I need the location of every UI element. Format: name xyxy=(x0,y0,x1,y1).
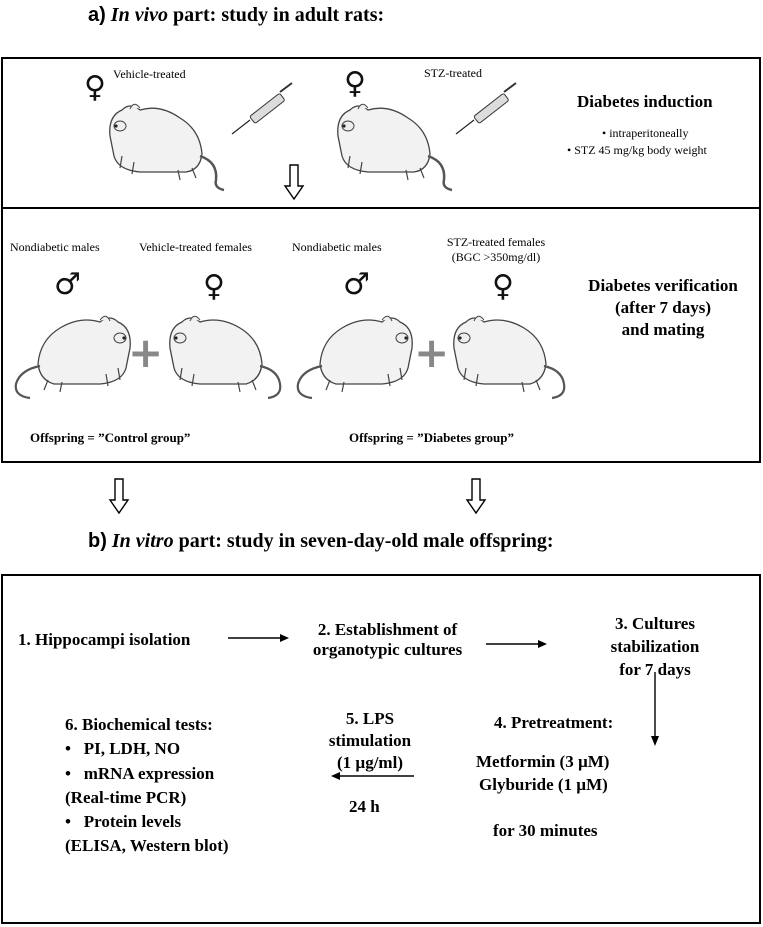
part-a-letter: a) xyxy=(88,4,106,26)
offspring-control-label: Offspring = ”Control group” xyxy=(30,430,191,445)
step6-item-1: • PI, LDH, NO xyxy=(65,739,181,758)
rat-image-male-1 xyxy=(14,315,131,400)
step6-item-5: (ELISA, Western blot) xyxy=(65,836,229,855)
nondiabetic-males-label-2: Nondiabetic males xyxy=(292,240,382,254)
part-a-divider xyxy=(1,207,761,209)
arrow-step4-to-5 xyxy=(331,772,414,780)
part-a-title-rest: part: study in adult rats: xyxy=(168,4,385,26)
stz-females-line2: (BGC >350mg/dl) xyxy=(451,250,541,264)
step5-lps-stimulation: 5. LPS stimulation (1 µg/ml) xyxy=(320,708,420,774)
step5-duration: 24 h xyxy=(349,797,380,816)
step2-line1: 2. Establishment of xyxy=(317,620,458,639)
step4-glyburide: Glyburide (1 µM) xyxy=(479,775,608,794)
step1-hippocampi-isolation: 1. Hippocampi isolation xyxy=(18,630,191,649)
step3-cultures-stabilization: 3. Cultures stabilization for 7 days xyxy=(580,612,730,681)
part-a-title-italic: In vivo xyxy=(110,4,169,26)
step5-line1: 5. LPS xyxy=(345,709,395,728)
stz-females-line1: STZ-treated females xyxy=(446,235,546,249)
step6-item-4: • Protein levels xyxy=(65,812,182,831)
male-symbol-2: ♂ xyxy=(343,267,370,302)
down-arrow-control-icon xyxy=(108,478,130,515)
part-b-heading: b) In vitro part: study in seven-day-old… xyxy=(88,530,554,553)
step5-line3: (1 µg/ml) xyxy=(337,753,403,772)
induction-bullet-2: • STZ 45 mg/kg body weight xyxy=(567,143,707,157)
part-b-title-italic: In vitro xyxy=(111,530,174,552)
diabetes-verification-text: Diabetes verification (after 7 days) and… xyxy=(568,275,758,341)
step4-pretreatment-title: 4. Pretreatment: xyxy=(494,713,614,732)
verification-line2: (after 7 days) xyxy=(615,298,711,317)
step6-biochemical-title: 6. Biochemical tests: xyxy=(65,715,213,734)
verification-line1: Diabetes verification xyxy=(588,276,738,295)
step4-metformin: Metformin (3 µM) xyxy=(476,752,610,771)
rat-image-female-1 xyxy=(169,315,282,400)
step3-line3: for 7 days xyxy=(619,660,691,679)
part-b-letter: b) xyxy=(88,530,107,552)
step2-line2: organotypic cultures xyxy=(312,640,463,659)
step5-line2: stimulation xyxy=(328,731,412,750)
rat-image-female-2 xyxy=(453,315,566,400)
offspring-diabetes-label: Offspring = ”Diabetes group” xyxy=(349,430,514,445)
syringe-icon-stz xyxy=(455,82,517,135)
plus-sign-2: + xyxy=(414,328,450,377)
part-b-title-rest: part: study in seven-day-old male offspr… xyxy=(173,530,554,552)
vehicle-females-label: Vehicle-treated females xyxy=(139,240,252,254)
step6-item-3: (Real-time PCR) xyxy=(65,788,187,807)
vehicle-treated-label: Vehicle-treated xyxy=(113,67,186,81)
stz-treated-label: STZ-treated xyxy=(424,66,482,80)
female-symbol-stz: ♀ xyxy=(344,66,366,101)
plus-sign-1: + xyxy=(128,328,164,377)
part-a-box xyxy=(1,57,761,463)
female-symbol-3: ♀ xyxy=(492,269,514,304)
step4-duration: for 30 minutes xyxy=(493,821,598,840)
nondiabetic-males-label-1: Nondiabetic males xyxy=(10,240,100,254)
step6-item-2: • mRNA expression xyxy=(65,764,215,783)
step2-establishment: 2. Establishment of organotypic cultures xyxy=(295,620,480,660)
rat-image-vehicle xyxy=(109,103,225,192)
arrow-step3-to-4 xyxy=(651,672,659,746)
female-symbol-vehicle: ♀ xyxy=(84,70,106,105)
arrow-step1-to-2 xyxy=(228,634,289,642)
down-arrow-diabetes-icon xyxy=(465,478,487,515)
arrow-step2-to-3 xyxy=(486,640,547,648)
rat-image-stz xyxy=(337,103,453,192)
diabetes-induction-title: Diabetes induction xyxy=(577,92,713,111)
syringe-icon-vehicle xyxy=(231,82,293,135)
step3-line2: stabilization xyxy=(610,637,700,656)
induction-bullet-1: • intraperitoneally xyxy=(602,126,689,140)
part-a-heading: a) In vivo part: study in adult rats: xyxy=(88,4,384,27)
verification-line3: and mating xyxy=(621,320,705,339)
female-symbol-2: ♀ xyxy=(203,269,225,304)
step3-line1: 3. Cultures xyxy=(615,614,695,633)
rat-image-male-2 xyxy=(296,315,413,400)
part-b-box xyxy=(1,574,761,924)
stz-females-label: STZ-treated females (BGC >350mg/dl) xyxy=(430,235,562,265)
down-arrow-icon xyxy=(283,164,305,201)
male-symbol-1: ♂ xyxy=(54,267,81,302)
